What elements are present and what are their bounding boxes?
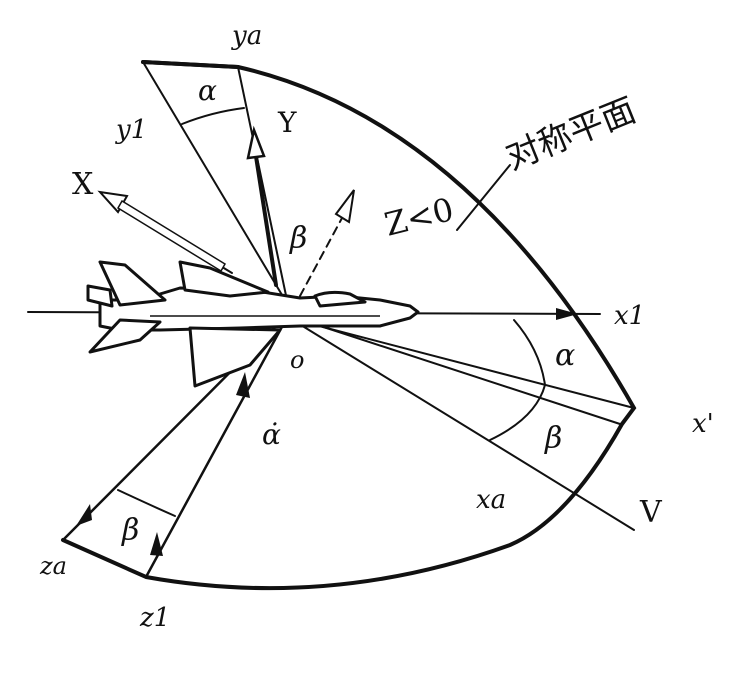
xa-label: xa bbox=[476, 485, 506, 515]
Z-force-line bbox=[299, 217, 343, 297]
Y-force-arrowhead bbox=[246, 125, 266, 160]
beta-right-label: β bbox=[544, 421, 562, 456]
ya-label: ya bbox=[231, 21, 262, 51]
plane-leader bbox=[456, 164, 511, 231]
x1-label: x1 bbox=[614, 301, 645, 331]
beta-arc-left bbox=[117, 489, 176, 517]
V-line bbox=[295, 321, 635, 531]
aircraft-icon bbox=[86, 260, 420, 388]
beta-top-label: β bbox=[289, 221, 307, 256]
beta-left-label: β bbox=[121, 513, 139, 548]
ya-axis bbox=[237, 66, 289, 306]
za-arrow bbox=[76, 504, 92, 526]
z1-axis bbox=[144, 310, 292, 579]
x1-arrow bbox=[556, 308, 578, 320]
X-force-body bbox=[116, 199, 227, 273]
X-label: X bbox=[72, 167, 94, 202]
x-prime-label: x' bbox=[692, 409, 714, 439]
y1-axis bbox=[142, 61, 289, 306]
y1-label: y1 bbox=[115, 115, 147, 145]
alpha-right-label: α bbox=[555, 338, 575, 373]
z1-label: z1 bbox=[139, 603, 170, 633]
alpha-arc-right bbox=[513, 319, 546, 386]
beta-arc-right bbox=[489, 384, 546, 441]
za-label: za bbox=[39, 552, 67, 580]
V-label: V bbox=[639, 495, 663, 530]
Z-label: Z<0 bbox=[381, 190, 458, 244]
alpha-dot-label: α̇ bbox=[262, 418, 281, 451]
alpha-top-label: α bbox=[198, 74, 217, 107]
alpha-dot-arrow bbox=[236, 372, 250, 398]
xa-line bbox=[295, 317, 621, 425]
sector-outline bbox=[61, 60, 637, 591]
Y-force-line bbox=[253, 148, 278, 287]
alpha-arc-top bbox=[181, 107, 245, 125]
z1-arrow bbox=[150, 532, 163, 556]
Z-force-arrowhead bbox=[334, 189, 355, 224]
plane-label: 对称平面 bbox=[500, 90, 641, 178]
Y-label: Y bbox=[277, 106, 297, 139]
x-prime-line bbox=[295, 319, 635, 409]
sector-left-edge bbox=[141, 60, 240, 69]
o-label: o bbox=[290, 346, 304, 374]
